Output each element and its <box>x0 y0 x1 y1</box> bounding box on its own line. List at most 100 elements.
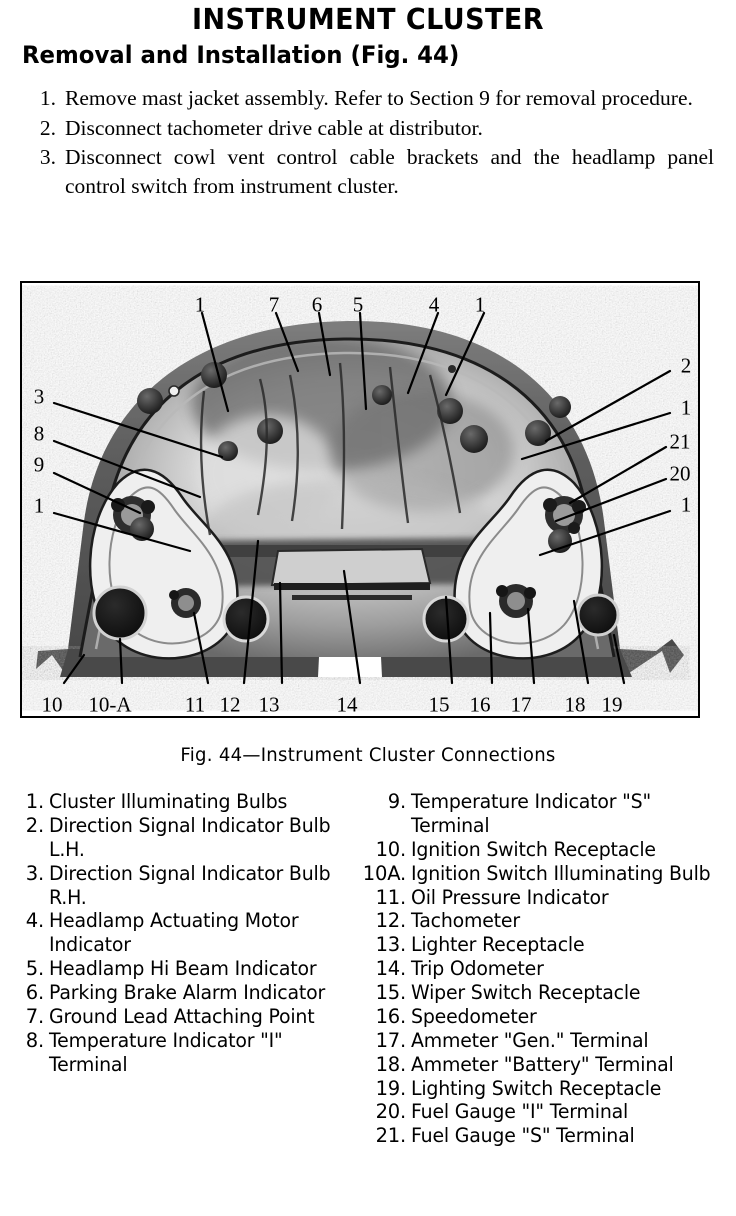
procedure-number: 1. <box>39 86 56 110</box>
legend-item-number: 6. <box>25 981 44 1004</box>
center-console-plate <box>270 547 432 587</box>
bulb-socket <box>372 385 392 405</box>
legend-item: 8.Temperature Indicator "I" Terminal <box>10 1029 352 1077</box>
legend-item: 11.Oil Pressure Indicator <box>358 886 736 910</box>
leader-line <box>488 611 494 685</box>
callout-leader-lines <box>52 311 672 685</box>
legend-item-number: 14. <box>375 957 407 981</box>
legend-item-label: Headlamp Actuating Motor Indicator <box>49 909 299 957</box>
legend-item: 6.Parking Brake Alarm Indicator <box>10 981 352 1005</box>
legend-item: 7.Ground Lead Attaching Point <box>10 1005 352 1029</box>
leader-line <box>200 311 230 413</box>
legend-item-label: Headlamp Hi Beam Indicator <box>49 957 317 981</box>
receptacle-openings <box>92 585 620 643</box>
callout-number: 16 <box>469 692 491 717</box>
legend-item: 10.Ignition Switch Receptacle <box>358 838 736 862</box>
leader-line <box>52 401 224 459</box>
callout-number: 2 <box>680 353 692 378</box>
legend-item-number: 19. <box>375 1076 407 1100</box>
legend-item: 13.Lighter Receptacle <box>358 933 736 957</box>
legend-item-label: Oil Pressure Indicator <box>411 885 609 909</box>
leader-line <box>358 311 368 411</box>
leader-line <box>572 599 590 685</box>
receptacle-opening <box>222 595 270 643</box>
legend-item-label: Wiper Switch Receptacle <box>411 981 641 1004</box>
legend-item-label: Ammeter "Battery" Terminal <box>411 1052 674 1076</box>
legend-item-number: 5. <box>25 957 44 981</box>
legend-item: 15.Wiper Switch Receptacle <box>358 981 736 1005</box>
callout-number: 14 <box>336 692 358 717</box>
callout-number: 20 <box>669 461 691 486</box>
legend-item-number: 9. <box>387 790 406 813</box>
oil-pressure-terminal-block <box>169 588 201 618</box>
legend-item: 1.Cluster Illuminating Bulbs <box>10 790 352 814</box>
procedure-item: 3. Disconnect cowl vent control cable br… <box>28 143 714 200</box>
callout-number: 10-A <box>88 692 132 717</box>
legend-item-number: 10. <box>375 837 407 861</box>
page-title: INSTRUMENT CLUSTER <box>191 2 545 36</box>
legend-item-number: 13. <box>375 933 407 957</box>
procedure-item: 1. Remove mast jacket assembly. Refer to… <box>28 84 714 113</box>
callout-number: 6 <box>311 292 323 317</box>
legend-item-label: Direction Signal Indicator Bulb L.H. <box>49 813 331 861</box>
leader-line <box>192 611 210 685</box>
legend-item: 10A.Ignition Switch Illuminating Bulb <box>358 862 736 886</box>
legend-item-number: 10A. <box>362 861 406 885</box>
legend-item-number: 18. <box>375 1052 407 1076</box>
leader-line <box>612 633 626 685</box>
legend-item-number: 2. <box>25 813 44 837</box>
legend-item-label: Ignition Switch Receptacle <box>411 837 656 861</box>
callout-number: 17 <box>510 692 532 717</box>
right-terminal-block <box>543 496 586 534</box>
leader-line <box>278 581 284 685</box>
callout-number: 1 <box>474 292 486 317</box>
section-heading: Removal and Installation (Fig. 44) <box>22 41 460 69</box>
legend-item-label: Trip Odometer <box>411 957 544 981</box>
legend-item: 5.Headlamp Hi Beam Indicator <box>10 957 352 981</box>
leader-line <box>317 311 332 377</box>
leader-line <box>406 311 440 395</box>
legend-item-label: Lighter Receptacle <box>411 933 585 957</box>
bulb-socket <box>548 529 572 553</box>
leader-line <box>444 595 454 685</box>
procedure-text: Disconnect tachometer drive cable at dis… <box>65 115 483 140</box>
bulb-socket <box>549 396 571 418</box>
legend-item-label: Ignition Switch Illuminating Bulb <box>411 861 711 885</box>
bulb-socket <box>201 362 227 388</box>
leader-line <box>62 653 86 685</box>
legend-item-number: 3. <box>25 861 44 885</box>
leader-line <box>52 511 192 553</box>
legend-item-label: Fuel Gauge "I" Terminal <box>411 1100 629 1124</box>
receptacle-opening <box>92 585 148 641</box>
bulb-socket <box>137 388 163 414</box>
legend-item-number: 20. <box>375 1100 407 1124</box>
leader-line <box>52 471 142 515</box>
bulb-sockets <box>130 362 572 553</box>
legend-item: 16.Speedometer <box>358 1005 736 1029</box>
legend-item-label: Temperature Indicator "I" Terminal <box>49 1028 283 1076</box>
legend-item: 18.Ammeter "Battery" Terminal <box>358 1053 736 1077</box>
legend-item-label: Ground Lead Attaching Point <box>49 1004 315 1028</box>
legend-item: 14.Trip Odometer <box>358 957 736 981</box>
legend-item-number: 4. <box>25 909 44 933</box>
leader-line <box>342 569 362 685</box>
legend-item-label: Fuel Gauge "S" Terminal <box>411 1124 635 1148</box>
legend-item-number: 11. <box>375 885 407 909</box>
callout-number: 18 <box>564 692 586 717</box>
procedure-item: 2. Disconnect tachometer drive cable at … <box>28 114 714 143</box>
cluster-photo <box>36 320 684 677</box>
leader-line <box>526 607 536 685</box>
callout-number: 1 <box>680 395 692 420</box>
legend-item: 9.Temperature Indicator "S" Terminal <box>358 790 736 838</box>
bulb-socket <box>460 425 488 453</box>
center-console-bar-2 <box>292 595 412 600</box>
legend-item-label: Temperature Indicator "S" Terminal <box>411 790 651 837</box>
callout-number: 12 <box>219 692 241 717</box>
callout-number: 19 <box>601 692 623 717</box>
callout-number: 4 <box>428 292 440 317</box>
bulb-socket <box>525 420 551 446</box>
callout-number: 13 <box>258 692 280 717</box>
callout-number: 21 <box>669 429 691 454</box>
left-pod-inner-line <box>108 486 224 645</box>
